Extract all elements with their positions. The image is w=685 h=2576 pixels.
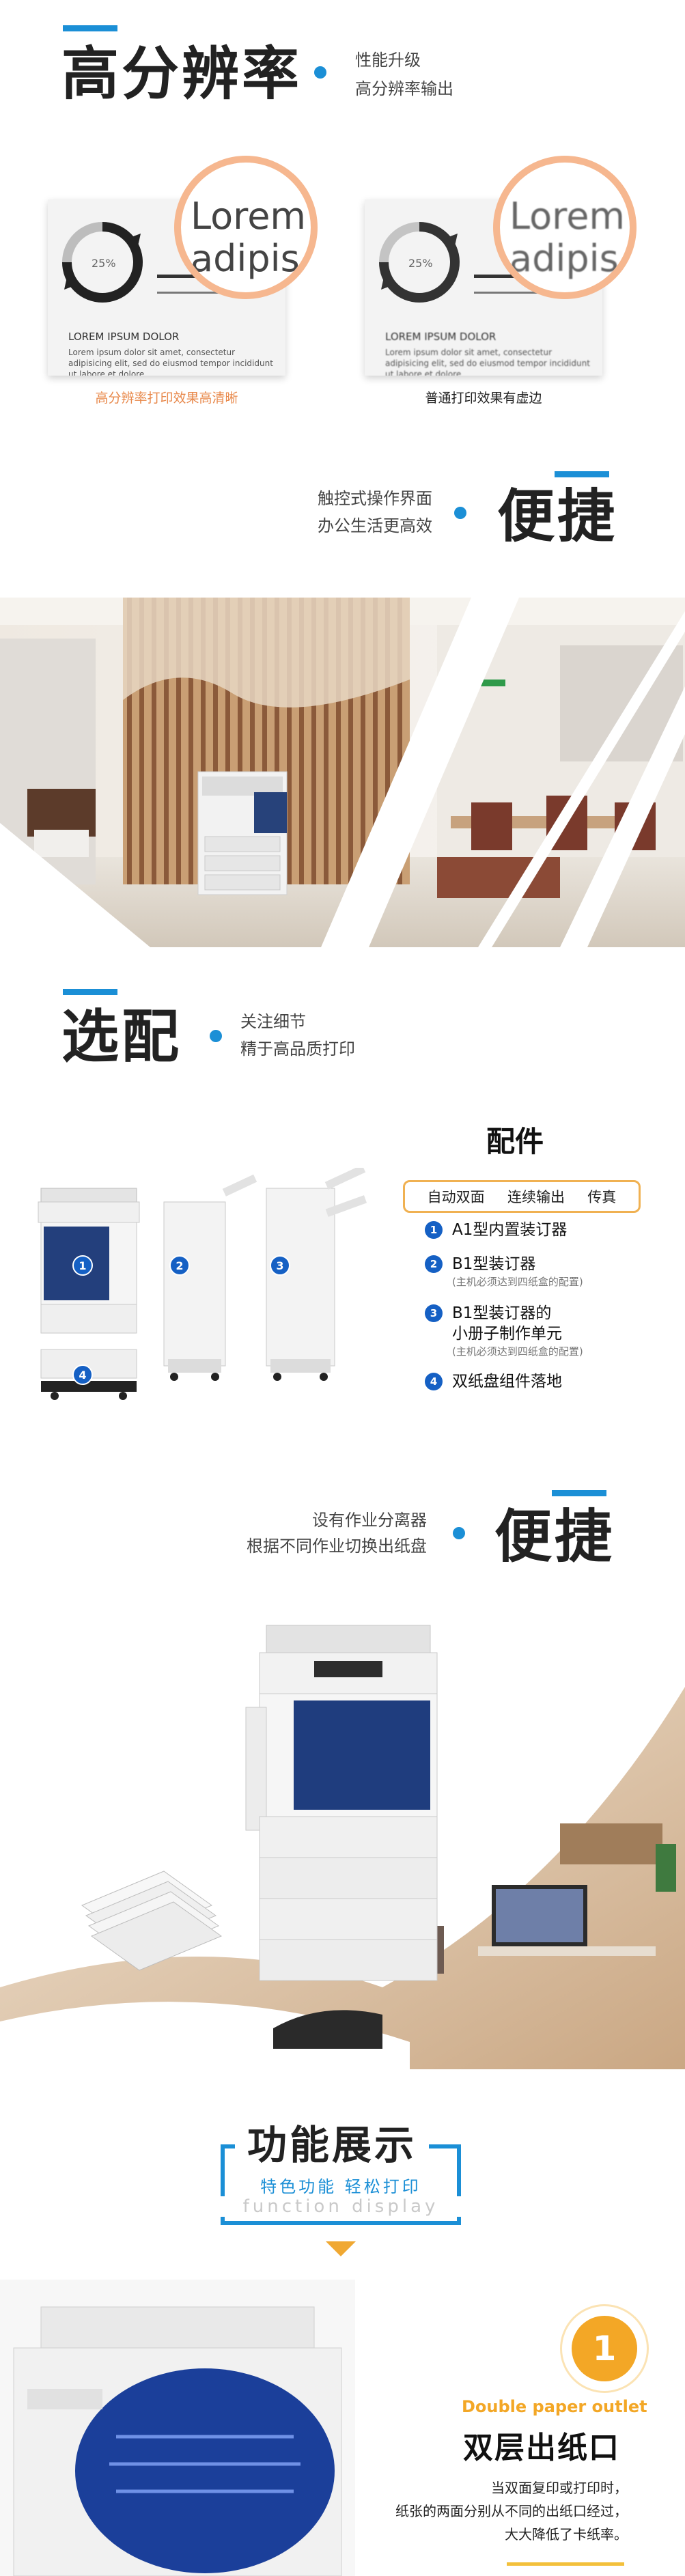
mini-body: Lorem ipsum dolor sit amet, consectetur … — [68, 348, 273, 376]
ring-percent-label: 25% — [408, 257, 433, 270]
section-title-options: 选配 — [61, 1003, 182, 1070]
convenient2-line-2: 根据不同作业切换出纸盘 — [247, 1537, 427, 1556]
feature-fax: 传真 — [587, 1189, 617, 1205]
caption-blurry: 普通打印效果有虚边 — [425, 391, 542, 406]
feature-desc-line-1: 当双面复印或打印时， — [491, 2480, 628, 2496]
rule-line — [474, 292, 576, 294]
magnifier-text-1: Lorem — [509, 195, 626, 238]
magnifier-blurry: Lorem adipis — [493, 156, 637, 299]
machine-badge-3: 3 — [270, 1255, 290, 1276]
accessory-note: (主机必须达到四纸盒的配置) — [452, 1345, 583, 1358]
options-line-2: 精于高品质打印 — [240, 1039, 355, 1059]
badge-ring — [560, 2304, 649, 2393]
magnifier-text-2: adipis — [191, 237, 300, 280]
accessory-number: 4 — [425, 1373, 443, 1390]
accessories-title: 配件 — [486, 1125, 544, 1158]
mini-heading: LOREM IPSUM DOLOR — [68, 331, 180, 343]
ring-percent-label: 25% — [92, 257, 116, 270]
caption-sharp: 高分辨率打印效果高清晰 — [95, 391, 238, 406]
printer-office-scene-image — [0, 1625, 685, 2069]
feature-continuous: 连续输出 — [507, 1189, 565, 1205]
accent-bar — [63, 25, 117, 31]
office-photo — [0, 598, 685, 947]
section-title-convenient-2: 便捷 — [494, 1503, 615, 1570]
machine-badge-1: 1 — [72, 1255, 93, 1276]
accessory-item-3: 3 B1型装订器的 小册子制作单元 (主机必须达到四纸盒的配置) — [425, 1303, 583, 1359]
accessory-note: (主机必须达到四纸盒的配置) — [452, 1276, 583, 1288]
magnifier-text-1: Lorem — [191, 195, 307, 238]
progress-ring-icon — [379, 222, 460, 303]
accent-dot — [454, 507, 466, 519]
magnifier-sharp: Lorem adipis — [174, 156, 318, 299]
rule-line — [157, 292, 260, 294]
convenient1-line-1: 触控式操作界面 — [318, 489, 432, 508]
accessory-number: 2 — [425, 1255, 443, 1273]
resolution-line-2: 高分辨率输出 — [355, 79, 453, 98]
function-display-english: function display — [221, 2196, 461, 2217]
accessory-label-2: 小册子制作单元 — [452, 1325, 562, 1343]
down-arrow-icon — [326, 2241, 356, 2256]
accessory-item-1: 1 A1型内置装订器 — [425, 1220, 567, 1240]
machine-badge-2: 2 — [169, 1255, 190, 1276]
accessory-item-2: 2 B1型装订器 (主机必须达到四纸盒的配置) — [425, 1254, 583, 1289]
accent-bar — [555, 471, 609, 477]
accessory-machines-image — [38, 1168, 367, 1400]
options-line-1: 关注细节 — [240, 1012, 306, 1031]
accessory-item-4: 4 双纸盘组件落地 — [425, 1371, 562, 1392]
magnifier-text-2: adipis — [509, 237, 619, 280]
mini-heading: LOREM IPSUM DOLOR — [385, 331, 497, 343]
function-display-title: 功能展示 — [235, 2125, 430, 2165]
accent-dot — [210, 1030, 222, 1042]
accent-dot — [453, 1527, 465, 1539]
accent-bar — [552, 1490, 606, 1496]
feature-pill: 自动双面 连续输出 传真 — [403, 1180, 641, 1213]
office-scene-image — [0, 598, 685, 947]
double-outlet-printer-image — [0, 2280, 355, 2576]
feature-duplex: 自动双面 — [427, 1189, 485, 1205]
function-display-subtitle: 特色功能 轻松打印 — [260, 2177, 421, 2196]
convenient2-line-1: 设有作业分离器 — [312, 1511, 427, 1530]
mini-body: Lorem ipsum dolor sit amet, consectetur … — [385, 348, 590, 376]
resolution-line-1: 性能升级 — [355, 51, 421, 70]
accessory-label: 双纸盘组件落地 — [452, 1373, 562, 1390]
feature-number-badge: 1 — [572, 2316, 637, 2381]
accessory-number: 3 — [425, 1304, 443, 1322]
progress-ring-icon — [62, 222, 143, 303]
machine-badge-4: 4 — [72, 1364, 93, 1385]
convenient1-line-2: 办公生活更高效 — [318, 516, 432, 535]
feature-title: 双层出纸口 — [463, 2431, 620, 2465]
accessory-label: A1型内置装订器 — [452, 1221, 568, 1239]
section-title-resolution: 高分辨率 — [61, 40, 303, 107]
accessory-label: B1型装订器的 — [452, 1304, 552, 1322]
feature-desc-line-2: 纸张的两面分别从不同的出纸口经过， — [395, 2503, 628, 2519]
section-title-convenient-1: 便捷 — [497, 483, 618, 550]
accent-bar — [63, 989, 117, 995]
accent-dot — [314, 66, 326, 79]
feature-english-title: Double paper outlet — [462, 2397, 647, 2416]
accessory-label: B1型装订器 — [452, 1255, 536, 1273]
feature-desc-line-3: 大大降低了卡纸率。 — [505, 2526, 628, 2543]
accessory-number: 1 — [425, 1221, 443, 1239]
yellow-underline — [507, 2562, 624, 2566]
